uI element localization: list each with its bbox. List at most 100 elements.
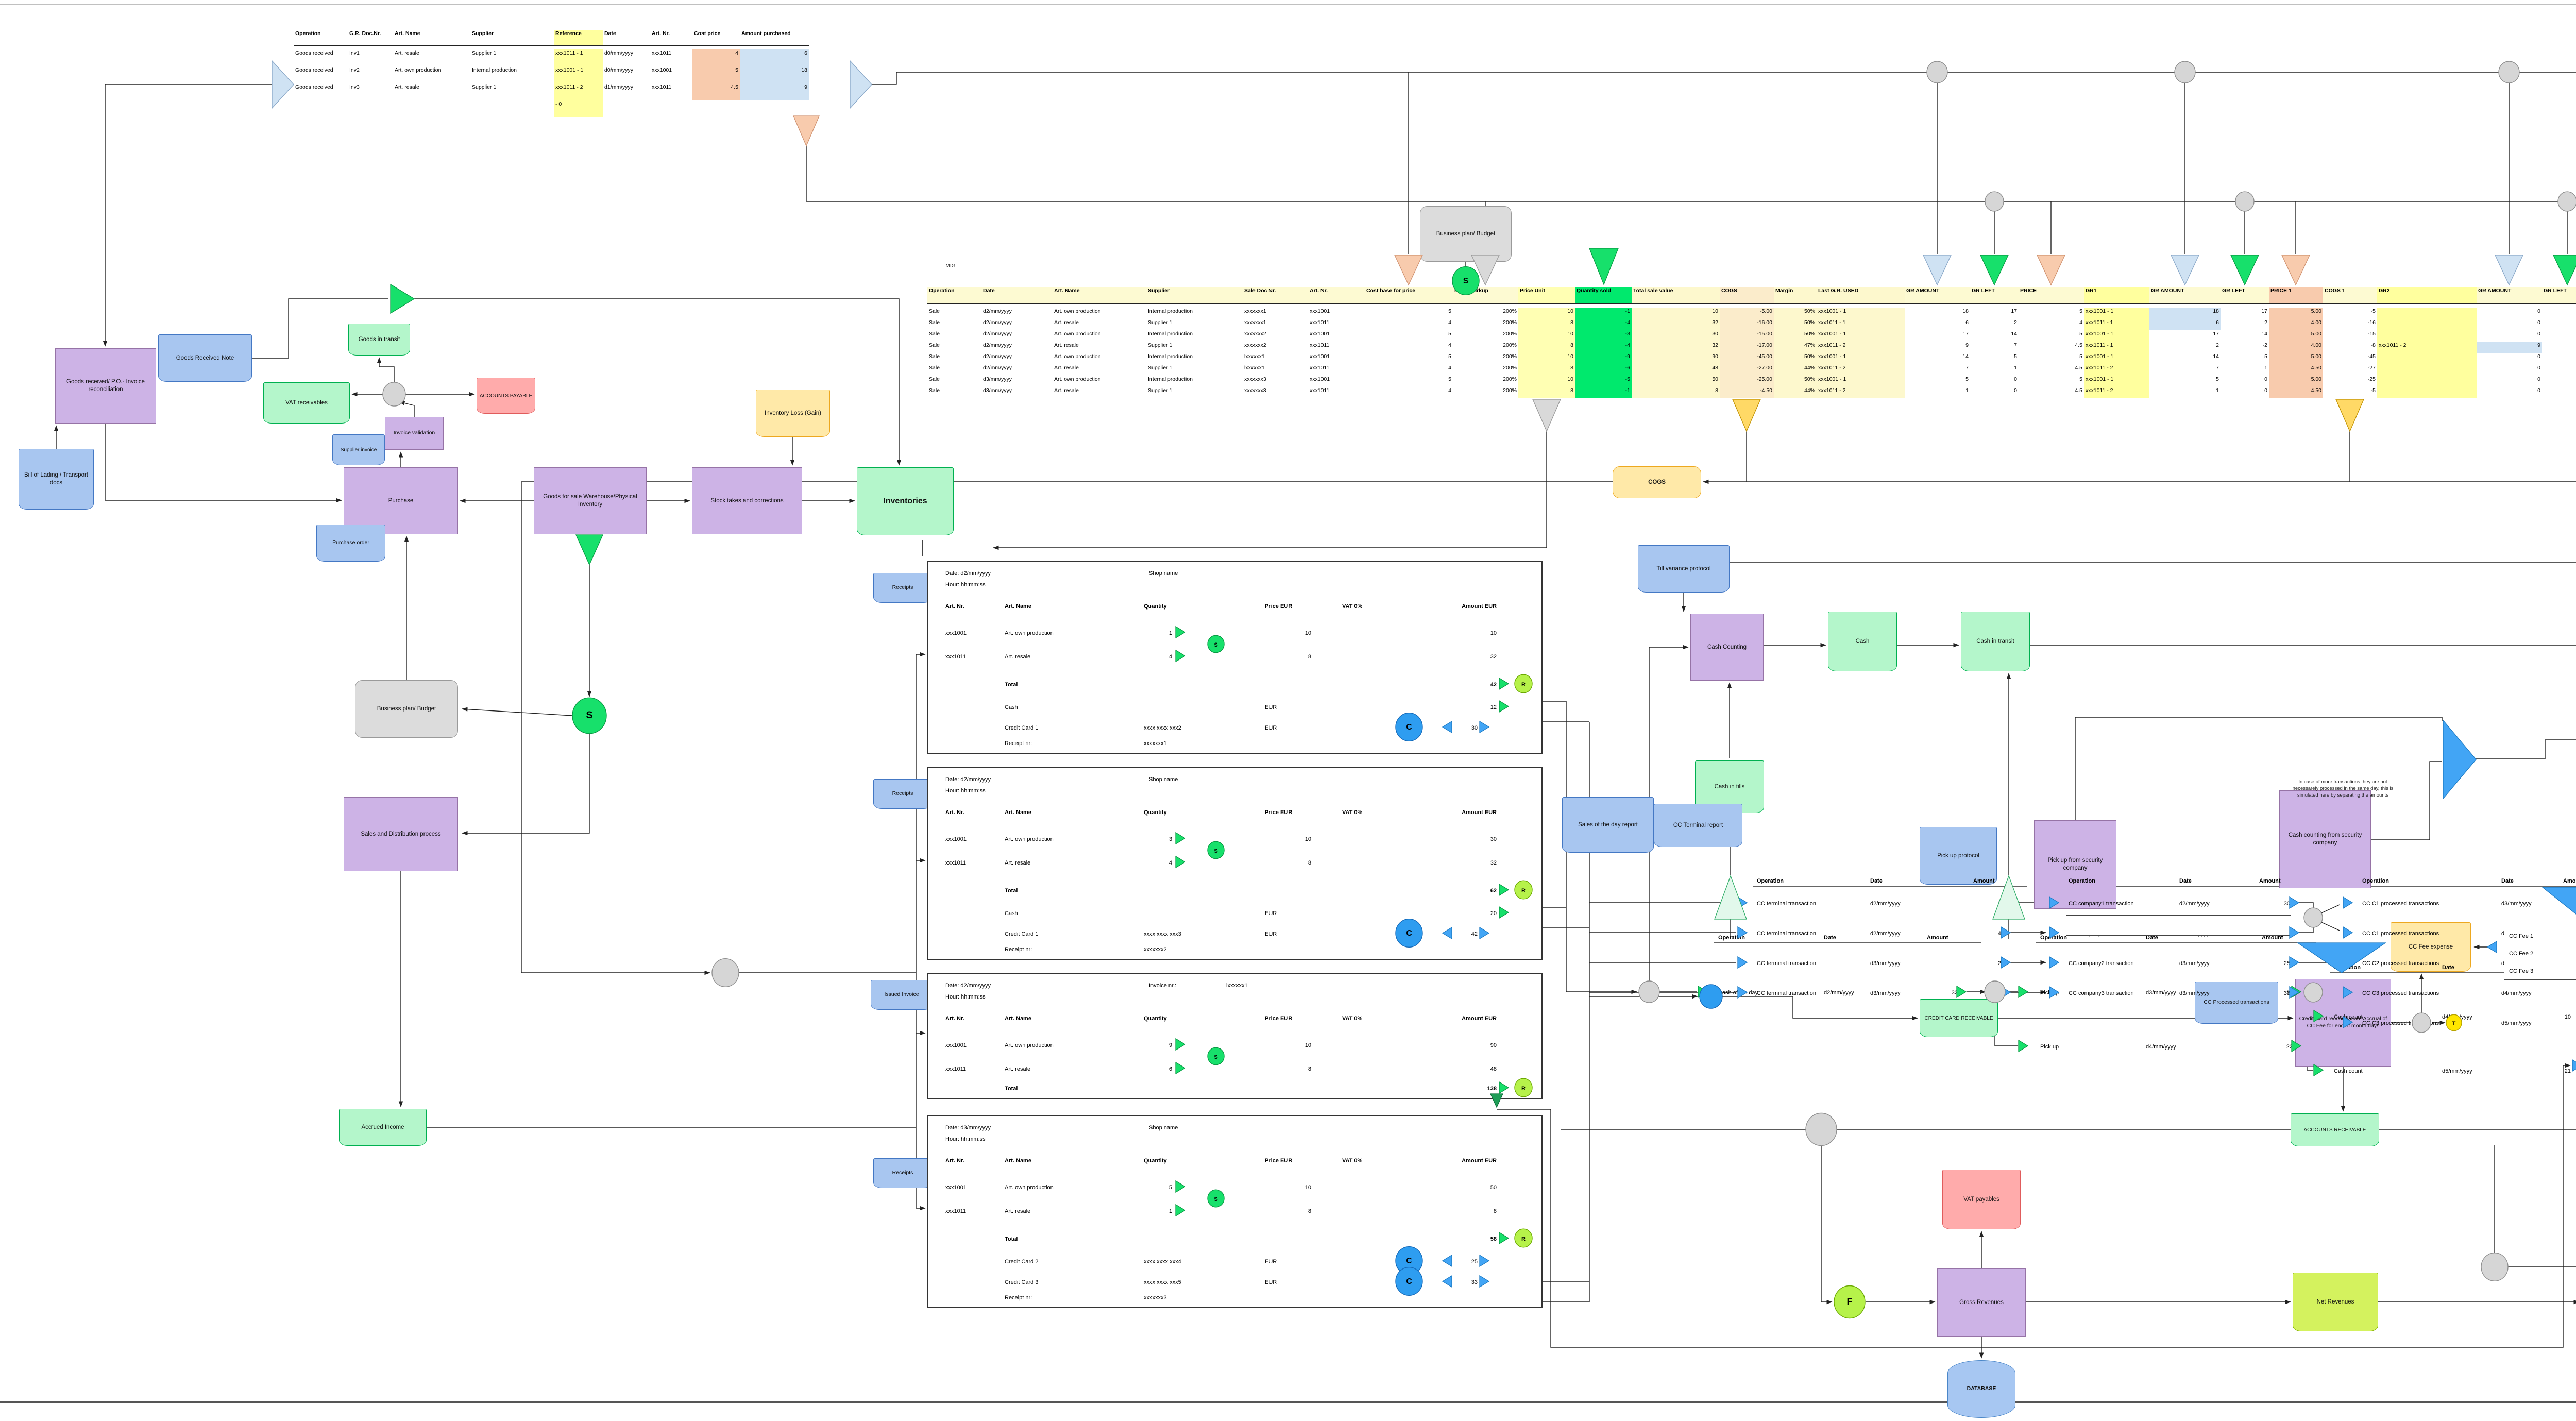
table-cell: -27 — [2367, 365, 2376, 371]
receipt-3-item-amount: 8 — [1493, 1208, 1497, 1214]
receipt-3[interactable] — [927, 1115, 1543, 1308]
goods-in-transit[interactable]: Goods in transit — [348, 324, 410, 356]
table-cell: 9 — [740, 83, 809, 100]
table-cell: GR AMOUNT — [2149, 287, 2221, 304]
receipt-1[interactable] — [927, 561, 1543, 754]
net-revenues[interactable]: Net Revenues — [2293, 1273, 2378, 1331]
pick-up-protocol[interactable]: Pick up protocol — [1920, 827, 1997, 885]
vat-payables[interactable]: VAT payables — [1942, 1170, 2021, 1229]
receipt-3-item-name: Art. own production — [1005, 1184, 1054, 1191]
cc-terminal-table-row-amount: 33 — [1997, 990, 2004, 996]
greenH-triangle — [1992, 875, 2025, 920]
table-cell: -4 — [1575, 319, 1632, 330]
junction-circle — [2498, 61, 2520, 83]
till-variance-protocol[interactable]: Till variance protocol — [1638, 545, 1730, 593]
receipt-2-item-amount: 30 — [1490, 836, 1497, 842]
issued-invoice-invoice-number: lxxxxxx1 — [1226, 982, 1248, 989]
receipt-2[interactable] — [927, 767, 1543, 960]
cash-counting[interactable]: Cash Counting — [1690, 614, 1764, 681]
cc-fee-expense[interactable]: CC Fee expense — [2391, 922, 2471, 972]
receipt-2-cash-amount: 20 — [1490, 910, 1497, 917]
receipt-2-item-price: 8 — [1308, 859, 1311, 866]
receipt-1-item-name: Art. resale — [1005, 653, 1031, 660]
receipt-2-total-amount: 62 — [1490, 887, 1497, 894]
receipts-label-1[interactable]: Receipts — [873, 573, 932, 603]
sales-distribution-process[interactable]: Sales and Distribution process — [344, 797, 458, 871]
pick-up-table-row-date: d4/mm/yyyy — [2146, 1043, 2176, 1050]
inventory-loss[interactable]: Inventory Loss (Gain) — [756, 390, 830, 437]
table-cell: xxx1001 - 1 — [2084, 308, 2149, 319]
credit-card-receivable[interactable]: CREDIT CARD RECEIVABLE — [1920, 999, 1998, 1037]
cc-terminal-report[interactable]: CC Terminal report — [1654, 804, 1742, 847]
table-cell: 0 — [2537, 387, 2540, 394]
table-cell: lxxxxxx1 — [1244, 353, 1265, 360]
business-plan-budget-top[interactable]: Business plan/ Budget — [1420, 206, 1512, 262]
connector — [103, 84, 272, 347]
goods-received-note[interactable]: Goods Received Note — [158, 334, 252, 382]
receipts-label-4[interactable]: Receipts — [873, 1158, 932, 1188]
supplier-invoice[interactable]: Supplier invoice — [332, 434, 385, 465]
cash-count-table-row-amount: 21 — [2564, 1068, 2571, 1074]
receipt-3-item-price: 8 — [1308, 1208, 1311, 1214]
table-cell: Supplier 1 — [1148, 365, 1173, 371]
goods-received-po-reconciliation[interactable]: Goods received/ P.O.- Invoice reconcilia… — [55, 348, 156, 424]
inventories-label: Inventories — [883, 496, 927, 505]
f-circle — [1834, 1285, 1866, 1319]
purchase[interactable]: Purchase — [344, 467, 458, 534]
receipt-3-receiptnr-label: Receipt nr: — [1005, 1294, 1032, 1301]
cash-count-table-row-operation: Cash count — [2334, 1068, 2363, 1074]
cc-fee-label: CC Fee 2 — [2509, 950, 2534, 957]
receipt-1-item-price: 10 — [1304, 630, 1311, 636]
accounts-payable[interactable]: ACCOUNTS PAYABLE — [477, 378, 535, 414]
cash-of-day-table-row-operation: Cash of the day — [1718, 989, 1758, 996]
pick-up-from-security-company[interactable]: Pick up from security company — [2034, 820, 2116, 909]
junction-circle — [2481, 1252, 2509, 1281]
greenB-triangle — [390, 283, 415, 314]
business-plan-budget[interactable]: Business plan/ Budget — [355, 680, 458, 738]
issued-invoice-label[interactable]: Issued Invoice — [871, 980, 933, 1010]
sales-of-the-day-report-label: Sales of the day report — [1578, 821, 1638, 828]
blueT-triangle — [2343, 896, 2353, 909]
table-cell: 7 — [2014, 342, 2017, 348]
cyanT-triangle — [272, 60, 294, 109]
issued-invoice-invoice-label: Invoice nr.: — [1149, 982, 1177, 989]
accrued-income[interactable]: Accrued Income — [339, 1109, 427, 1146]
bill-of-lading[interactable]: Bill of Lading / Transport docs — [19, 449, 94, 510]
table-cell: PRICE 1 — [2269, 287, 2323, 304]
goods-received-po-reconciliation-label: Goods received/ P.O.- Invoice reconcilia… — [66, 379, 145, 393]
cyanT-triangle — [1922, 255, 1952, 286]
cash-counting-from-security-company[interactable]: Cash counting from security company — [2279, 790, 2371, 888]
table-cell: Inv3 — [349, 84, 360, 90]
cash-in-transit[interactable]: Cash in transit — [1961, 612, 2030, 671]
cc-processed-table-row-operation: CC C3 processed transactions — [2362, 990, 2439, 996]
cash[interactable]: Cash — [1828, 612, 1897, 671]
vat-receivables[interactable]: VAT receivables — [263, 382, 350, 424]
database[interactable]: DATABASE — [1947, 1360, 2015, 1418]
goods-for-sale-warehouse[interactable]: Goods for sale Warehouse/Physical Invent… — [534, 467, 647, 534]
cc-processed-transactions[interactable]: CC Processed transactions — [2195, 982, 2278, 1024]
table-cell: GR LEFT — [2542, 287, 2576, 304]
table-cell: Total sale value — [1632, 287, 1720, 304]
junction-circle — [1638, 980, 1660, 1003]
cc-processed-table-row-operation: CC C2 processed transactions — [2362, 960, 2439, 967]
sales-of-the-day-report[interactable]: Sales of the day report — [1562, 797, 1654, 853]
cash-count-table-header-date: Date — [2442, 964, 2454, 971]
receipt-3-card-amount: 25 — [1471, 1258, 1478, 1265]
table-cell: d2/mm/yyyy — [983, 342, 1012, 348]
accounts-receivable[interactable]: ACCOUNTS RECEIVABLE — [2291, 1113, 2379, 1146]
receipt-2-col-5: Amount EUR — [1462, 809, 1497, 816]
invoice-validation[interactable]: Invoice validation — [385, 417, 444, 450]
purchase-order[interactable]: Purchase order — [316, 525, 385, 562]
goods-received-note-label: Goods Received Note — [176, 354, 234, 361]
inventories[interactable]: Inventories — [857, 467, 954, 535]
issued-invoice[interactable] — [927, 973, 1543, 1099]
receipt-1-total-amount: 42 — [1490, 681, 1497, 688]
stock-takes[interactable]: Stock takes and corrections — [692, 467, 802, 534]
table-cell: 4.00 — [2269, 319, 2323, 330]
receipt-2-col-2: Quantity — [1144, 809, 1167, 816]
gross-revenues[interactable]: Gross Revenues — [1937, 1268, 2026, 1337]
receipts-label-2[interactable]: Receipts — [873, 779, 932, 809]
cc-company-table-row-operation: CC company2 transaction — [2069, 960, 2134, 967]
cogs[interactable]: COGS — [1613, 466, 1701, 498]
table-cell: d2/mm/yyyy — [983, 365, 1012, 371]
